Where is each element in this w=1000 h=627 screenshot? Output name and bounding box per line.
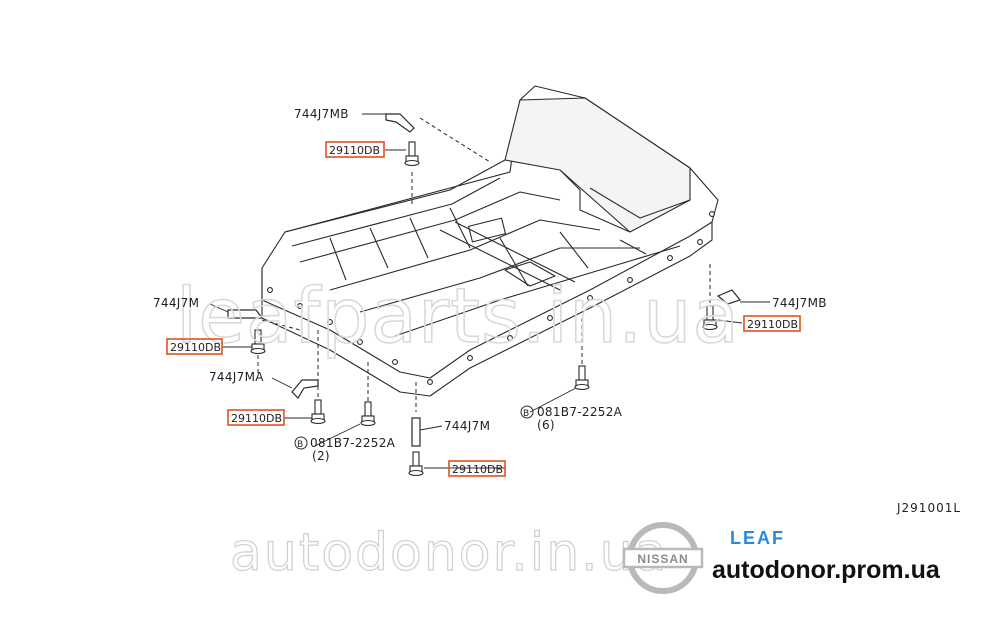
label-bracket-left-lower: 744J7MA — [209, 370, 264, 384]
highlight-bolt-right[interactable]: 29110DB — [743, 315, 801, 332]
battery-pack-drawing — [261, 85, 719, 397]
highlight-bolt-center[interactable]: 29110DB — [448, 460, 506, 477]
dashed-leaders — [257, 117, 711, 412]
site-name[interactable]: autodonor.prom.ua — [712, 556, 941, 584]
label-bolt-right: 29110DB — [747, 318, 798, 331]
label-bolt-top: 29110DB — [329, 144, 380, 157]
bolt-parts — [250, 141, 718, 477]
leaf-model-logo: LEAF — [730, 528, 785, 548]
label-screw-right: 081B7-2252A — [537, 405, 623, 419]
label-bracket-left: 744J7M — [153, 296, 199, 310]
watermark-top: leafparts.in.ua — [176, 271, 740, 360]
bracket-parts — [227, 113, 742, 447]
solid-leaders — [209, 113, 770, 469]
highlight-bolt-left[interactable]: 29110DB — [166, 338, 223, 355]
label-bolt-left-lower: 29110DB — [231, 412, 282, 425]
highlight-bolt-top[interactable]: 29110DB — [325, 141, 385, 158]
label-screw-left: 081B7-2252A — [310, 436, 396, 450]
highlight-bolt-left-lower[interactable]: 29110DB — [227, 409, 285, 426]
label-bracket-top: 744J7MB — [294, 107, 349, 121]
circle-marker-left: B — [297, 440, 303, 450]
circle-marker-right: B — [523, 409, 529, 419]
label-screw-right-qty: (6) — [537, 418, 555, 432]
screw-label-left: B 081B7-2252A (2) — [294, 436, 396, 463]
label-bolt-center: 29110DB — [452, 463, 503, 476]
nissan-logo-text: NISSAN — [637, 552, 688, 566]
label-screw-left-qty: (2) — [312, 449, 330, 463]
label-bracket-center: 744J7M — [444, 419, 490, 433]
screw-label-right: B 081B7-2252A (6) — [520, 405, 623, 432]
diagram-code: J291001L — [896, 501, 961, 515]
label-bracket-right: 744J7MB — [772, 296, 827, 310]
nissan-logo: NISSAN — [622, 522, 704, 594]
label-bolt-left: 29110DB — [170, 341, 221, 354]
watermark-bottom: autodonor.in.ua — [230, 523, 669, 583]
